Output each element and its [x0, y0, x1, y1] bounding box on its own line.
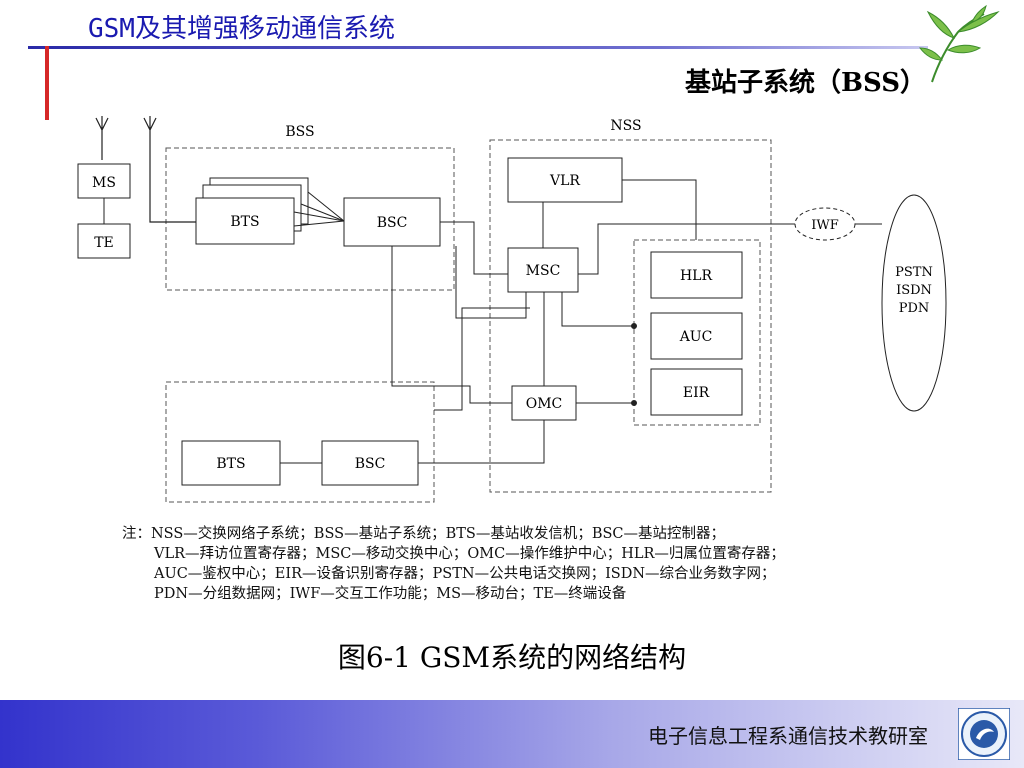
- msc-label: MSC: [526, 263, 561, 279]
- vlr-node: [507, 157, 623, 203]
- note-line: PDN—分组数据网；IWF—交互工作功能；MS—移动台；TE—终端设备: [154, 586, 627, 602]
- note-line: AUC—鉴权中心；EIR—设备识别寄存器；PSTN—公共电话交换网；ISDN—综…: [154, 566, 776, 582]
- bss-group-box: [165, 147, 455, 291]
- pstn-label: PSTN: [895, 265, 933, 280]
- omc-label: OMC: [526, 396, 563, 412]
- bts-top-label: BTS: [230, 214, 259, 230]
- eir-node: [650, 368, 743, 416]
- nss-group-box: [489, 139, 772, 493]
- gsm-network-diagram: BSS NSS MS TE BTS BSC VLR MSC HLR AUC EI…: [77, 116, 947, 503]
- diagram-notes: 注：NSS—交换网络子系统；BSS—基站子系统；BTS—基站收发信机；BSC—基…: [122, 524, 922, 604]
- te-node: [77, 223, 131, 259]
- antenna-icon: [95, 116, 109, 160]
- pdn-label: PDN: [899, 301, 930, 316]
- iwf-label: IWF: [811, 218, 839, 233]
- bsc-top-label: BSC: [377, 215, 408, 231]
- header-rule: [28, 46, 928, 49]
- header-title: GSM及其增强移动通信系统: [88, 14, 395, 44]
- ms-node: [77, 163, 131, 199]
- footer-bar: 电子信息工程系通信技术教研室: [0, 700, 1024, 768]
- nss-group-label: NSS: [610, 118, 641, 134]
- registers-group-box: [633, 239, 761, 426]
- msc-node: [507, 247, 579, 293]
- bsc-bottom-label: BSC: [355, 456, 386, 472]
- hlr-label: HLR: [680, 268, 713, 284]
- auc-node: [650, 312, 743, 360]
- section-title: 基站子系统（BSS）: [685, 68, 926, 98]
- bamboo-leaf-icon: [918, 4, 1000, 83]
- footer-text: 电子信息工程系通信技术教研室: [648, 724, 928, 748]
- note-line: 注：NSS—交换网络子系统；BSS—基站子系统；BTS—基站收发信机；BSC—基…: [122, 526, 726, 542]
- vlr-label: VLR: [549, 173, 580, 189]
- hlr-node: [650, 251, 743, 299]
- bts-bottom-node: [181, 440, 281, 486]
- antenna-icon: [143, 116, 196, 223]
- bss-bottom-group-box: [165, 381, 435, 503]
- note-line: VLR—拜访位置寄存器；MSC—移动交换中心；OMC—操作维护中心；HLR—归属…: [154, 546, 785, 562]
- side-accent-bar: [45, 46, 49, 120]
- bts-bottom-label: BTS: [216, 456, 245, 472]
- bss-group-label: BSS: [285, 124, 314, 140]
- auc-label: AUC: [679, 329, 713, 345]
- figure-caption: 图6-1 GSM系统的网络结构: [337, 641, 687, 674]
- eir-label: EIR: [683, 385, 710, 401]
- bts-top-node: [195, 197, 295, 245]
- isdn-label: ISDN: [896, 283, 932, 298]
- ms-label: MS: [92, 175, 116, 191]
- te-label: TE: [94, 235, 114, 251]
- bsc-top-node: [343, 197, 441, 247]
- pstn-isdn-pdn-node: [881, 194, 947, 412]
- university-emblem-icon: [958, 708, 1010, 760]
